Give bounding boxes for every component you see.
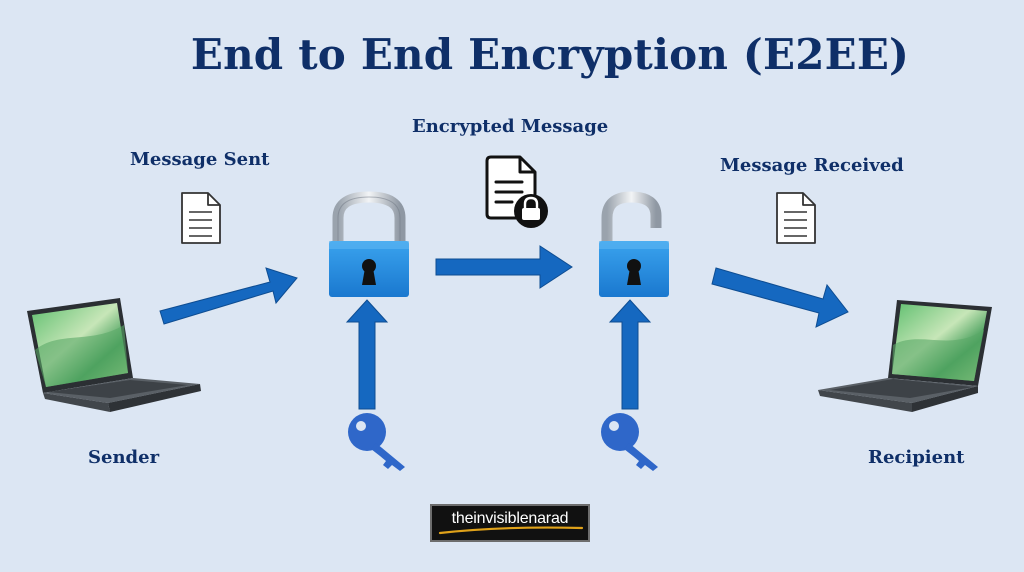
- encrypted-document-icon: [485, 155, 548, 228]
- message-received-label: Message Received: [720, 155, 904, 176]
- received-document-icon: [776, 192, 816, 244]
- logo: theinvisiblenarad: [430, 504, 590, 542]
- message-sent-label: Message Sent: [130, 149, 270, 170]
- arrow-key-to-lock-2: [608, 299, 652, 410]
- recipient-laptop-icon: [818, 300, 992, 412]
- decryption-key-icon: [601, 413, 658, 471]
- sender-laptop-icon: [27, 298, 201, 412]
- arrow-sender-to-lock: [159, 267, 298, 325]
- recipient-label: Recipient: [868, 447, 965, 468]
- encrypted-message-label: Encrypted Message: [412, 116, 609, 137]
- logo-swoosh: [438, 526, 584, 535]
- sender-label: Sender: [88, 447, 160, 468]
- padlock-open-icon: [599, 191, 669, 297]
- arrow-lock-to-lock: [435, 245, 573, 289]
- arrow-key-to-lock-1: [345, 299, 389, 410]
- logo-text: theinvisiblenarad: [451, 510, 569, 527]
- arrow-lock-to-recipient: [711, 267, 849, 328]
- sent-document-icon: [181, 192, 221, 244]
- encryption-key-icon: [348, 413, 405, 471]
- page-title: End to End Encryption (E2EE): [190, 30, 910, 79]
- padlock-closed-icon: [329, 191, 409, 297]
